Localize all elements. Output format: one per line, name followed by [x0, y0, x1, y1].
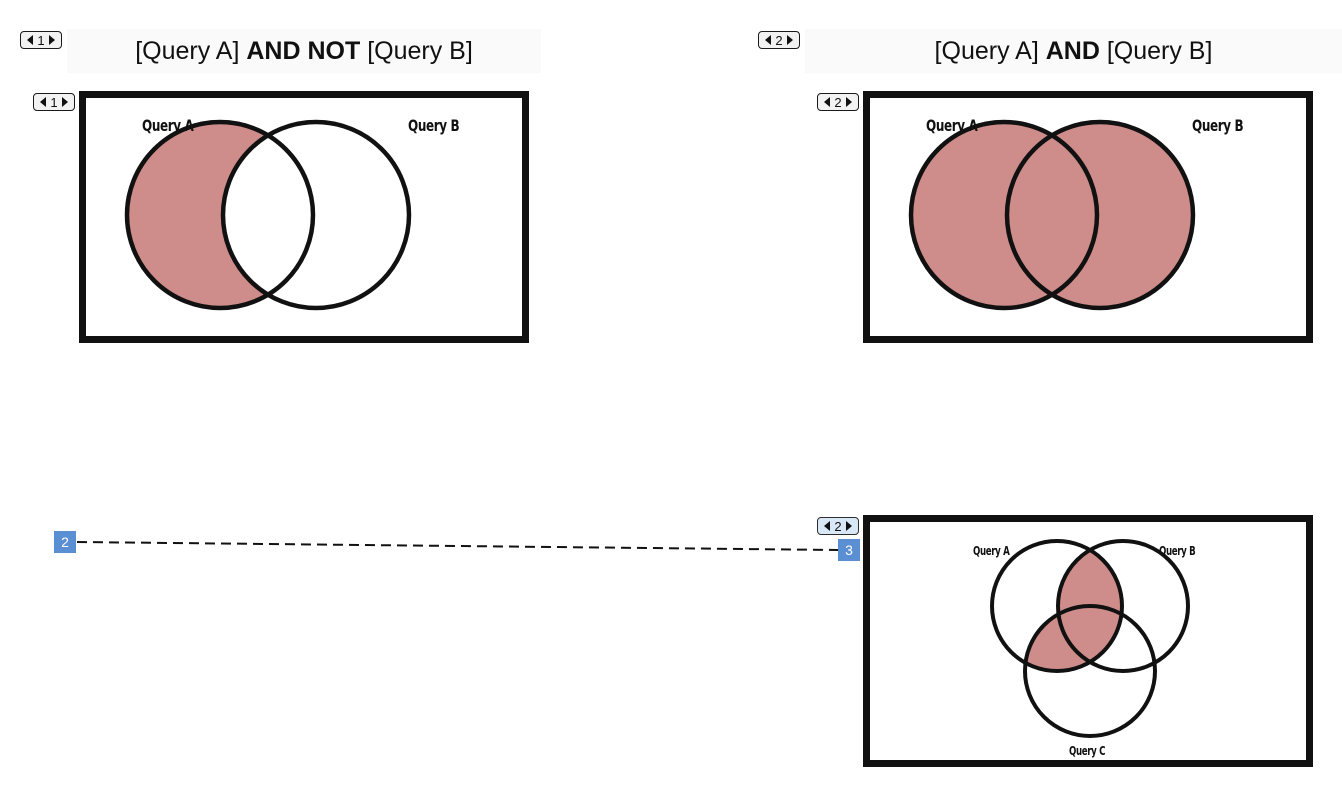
- query-b-circle: [220, 119, 412, 311]
- title-prefix: [Query A]: [135, 36, 247, 65]
- arrow-right-icon[interactable]: [786, 35, 793, 45]
- step-marker-left[interactable]: 2: [54, 531, 76, 553]
- title-suffix: [Query B]: [360, 36, 473, 65]
- and-venn-frame[interactable]: Query A Query B: [863, 91, 1313, 343]
- query-c-label: Query C: [1069, 744, 1106, 758]
- query-b-label: Query B: [1192, 116, 1244, 135]
- query-b-circle: [1004, 119, 1196, 311]
- three-set-venn-frame[interactable]: Query A Query B Query C: [863, 515, 1313, 767]
- a-and-b-region: [1058, 541, 1122, 671]
- slide-nav-number: 2: [775, 32, 783, 48]
- slide-nav-number: 2: [834, 518, 842, 534]
- query-a-label: Query A: [142, 116, 194, 135]
- title-operator: AND NOT: [246, 36, 361, 65]
- and-not-venn-frame[interactable]: Query A Query B: [79, 91, 529, 343]
- query-b-label: Query B: [1159, 544, 1196, 558]
- and-title: [Query A] AND [Query B]: [805, 29, 1342, 73]
- arrow-left-icon[interactable]: [765, 35, 772, 45]
- query-b-label: Query B: [408, 116, 460, 135]
- title-prefix: [Query A]: [934, 36, 1046, 65]
- arrow-left-icon[interactable]: [824, 521, 831, 531]
- and-not-title: [Query A] AND NOT [Query B]: [67, 29, 541, 73]
- arrow-right-icon[interactable]: [845, 521, 852, 531]
- slide-nav-badge[interactable]: 2: [817, 517, 859, 535]
- a-and-c-region: [1025, 606, 1122, 671]
- slide-nav-number: 1: [50, 94, 58, 110]
- slide-nav-badge[interactable]: 2: [758, 31, 800, 49]
- slide-nav-badge[interactable]: 1: [33, 93, 75, 111]
- query-b-circle: [1056, 539, 1190, 673]
- query-a-circle: [990, 539, 1124, 673]
- slide-nav-number: 2: [834, 94, 842, 110]
- and-not-venn-diagram: [124, 119, 412, 311]
- query-a-circle: [908, 119, 1100, 311]
- slide-nav-badge[interactable]: 2: [817, 93, 859, 111]
- slide-nav-badge[interactable]: 1: [20, 31, 62, 49]
- slide-nav-number: 1: [37, 32, 45, 48]
- title-operator: AND: [1045, 36, 1100, 65]
- arrow-right-icon[interactable]: [845, 97, 852, 107]
- arrow-right-icon[interactable]: [61, 97, 68, 107]
- query-a-label: Query A: [926, 116, 978, 135]
- query-b-region: [1007, 122, 1193, 308]
- three-set-venn-diagram: [990, 539, 1190, 738]
- dashed-connector: [76, 541, 839, 551]
- query-a-label: Query A: [973, 544, 1010, 558]
- arrow-right-icon[interactable]: [48, 35, 55, 45]
- arrow-left-icon[interactable]: [27, 35, 34, 45]
- query-c-circle: [1023, 604, 1157, 738]
- title-suffix: [Query B]: [1099, 36, 1213, 65]
- query-b-overlap-mask: [223, 122, 313, 308]
- arrow-left-icon[interactable]: [824, 97, 831, 107]
- and-venn-diagram: [908, 119, 1196, 311]
- query-a-circle: [124, 119, 316, 311]
- step-marker-right[interactable]: 3: [838, 539, 860, 561]
- arrow-left-icon[interactable]: [40, 97, 47, 107]
